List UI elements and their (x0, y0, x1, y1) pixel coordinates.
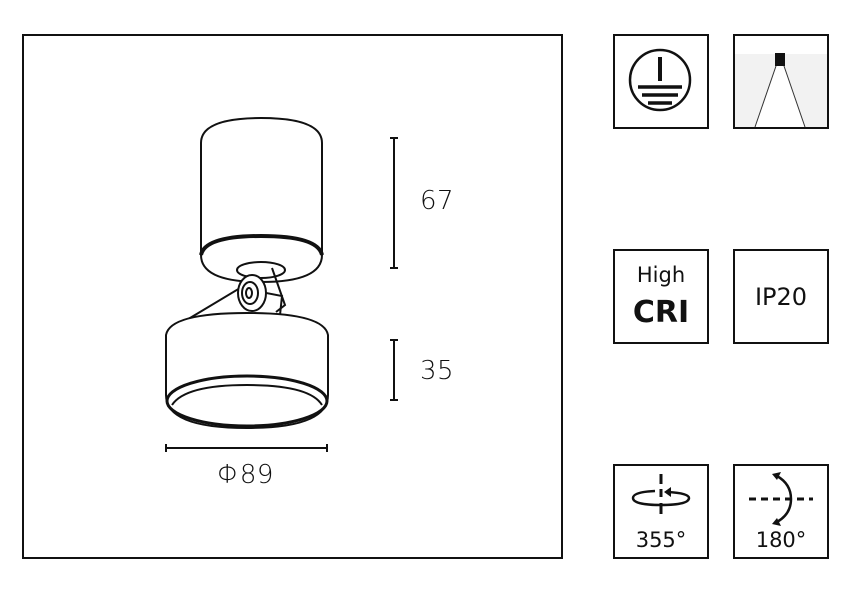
tilt-badge: 180° (733, 464, 829, 559)
ip-rating-label: IP20 (754, 283, 808, 311)
rotate-horizontal-icon (631, 474, 691, 514)
dimension-lines (165, 137, 398, 452)
lower-head (165, 311, 329, 430)
cri-line1: High (636, 263, 686, 287)
upper-cylinder (199, 116, 324, 284)
beam-angle-badge (733, 34, 829, 129)
tilt-label: 180° (755, 528, 807, 552)
cri-line2: CRI (632, 295, 690, 330)
rotation-badge: 355° (613, 464, 709, 559)
high-cri-badge: High CRI (613, 249, 709, 344)
upper-height-label: 67 (420, 186, 455, 216)
grounding-badge (613, 34, 709, 129)
ip-rating-badge: IP20 (733, 249, 829, 344)
lower-height-label: 35 (420, 356, 455, 386)
light-beam-icon (735, 53, 827, 128)
rotation-label: 355° (635, 528, 687, 552)
protective-earth-icon (628, 48, 692, 112)
tilt-vertical-icon (749, 472, 813, 526)
diameter-label: Φ89 (217, 460, 274, 490)
swivel-joint (186, 261, 287, 320)
